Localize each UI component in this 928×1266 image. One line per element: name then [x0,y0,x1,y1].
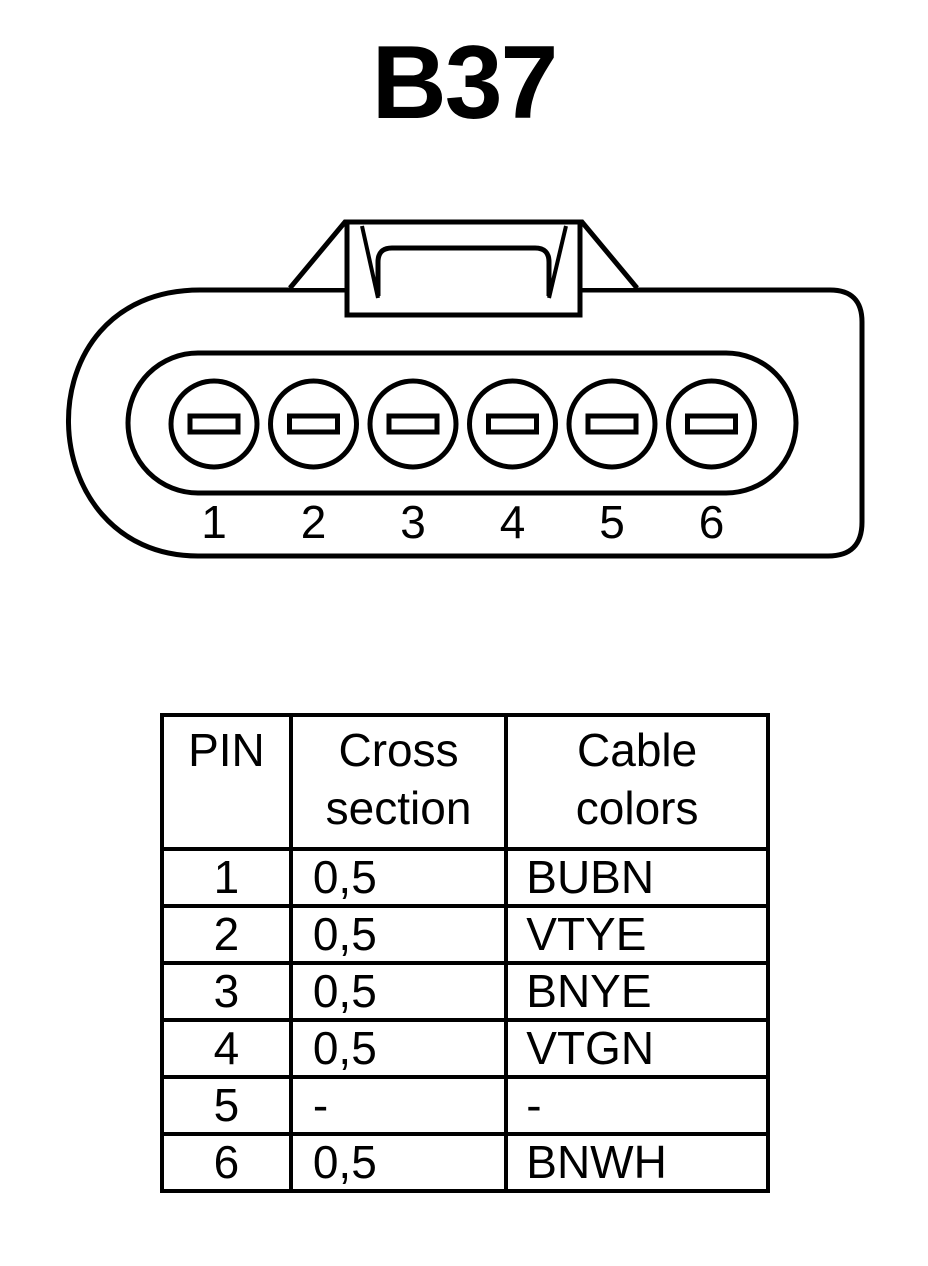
cell-pin: 4 [160,1018,293,1079]
pin-group: 1 2 3 4 5 6 [168,378,757,548]
cell-cross-section: 0,5 [288,847,509,908]
connector-pin: 1 [168,378,260,548]
pin-number-label: 6 [699,496,725,548]
pin-contact-slot [287,413,340,435]
cell-pin: 3 [160,961,293,1022]
cell-cable-colors: BNWH [504,1132,770,1193]
pin-contact-slot [585,413,639,435]
connector-pin: 2 [268,378,359,548]
locking-tab-inner [375,245,552,296]
connector-pin: 4 [467,378,558,548]
cell-pin: 2 [160,904,293,965]
cell-cable-colors: - [504,1075,770,1136]
header-cable-colors: Cable colors [504,713,770,851]
pin-number-label: 2 [301,496,327,548]
cell-pin: 5 [160,1075,293,1136]
table-row: 4 0,5 VTGN [160,1018,770,1079]
header-cable-colors-line-2: colors [575,782,699,834]
connector-diagram: 1 2 3 4 5 6 [66,219,865,559]
pin-contact-slot [386,413,440,435]
cell-cross-section: 0,5 [288,1132,509,1193]
table-header-row: PIN Cross section Cable colors [160,713,770,851]
cell-pin: 1 [160,847,293,908]
table-row: 2 0,5 VTYE [160,904,770,965]
pin-number-label: 5 [599,496,625,548]
header-cross-section-line-1: Cross [338,724,459,776]
pin-contact-slot [685,413,738,435]
header-cable-colors-line-1: Cable [577,724,698,776]
table-row: 5 - - [160,1075,770,1136]
pin-number-label: 1 [201,496,227,548]
cell-cross-section: 0,5 [288,1018,509,1079]
cell-cross-section: - [288,1075,509,1136]
cell-cross-section: 0,5 [288,961,509,1022]
pin-number-label: 4 [500,496,526,548]
table-row: 6 0,5 BNWH [160,1132,770,1193]
header-cross-section: Cross section [288,713,509,851]
cell-cable-colors: BNYE [504,961,770,1022]
header-cross-section-line-2: section [325,782,472,834]
pin-contact-slot [187,413,241,435]
cell-cable-colors: VTYE [504,904,770,965]
cell-pin: 6 [160,1132,293,1193]
pin-number-label: 3 [400,496,426,548]
header-pin: PIN [160,713,293,851]
cell-cross-section: 0,5 [288,904,509,965]
table-row: 3 0,5 BNYE [160,961,770,1022]
cell-cable-colors: VTGN [504,1018,770,1079]
table-row: 1 0,5 BUBN [160,847,770,908]
pin-contact-slot [486,413,539,435]
connector-pin: 3 [367,378,459,548]
pin-assignment-table: PIN Cross section Cable colors 1 0,5 BUB… [160,713,770,1193]
cell-cable-colors: BUBN [504,847,770,908]
connector-pin: 5 [566,378,658,548]
connector-title: B37 [371,25,559,141]
locking-tab-frame [344,219,583,318]
connector-pin: 6 [666,378,757,548]
